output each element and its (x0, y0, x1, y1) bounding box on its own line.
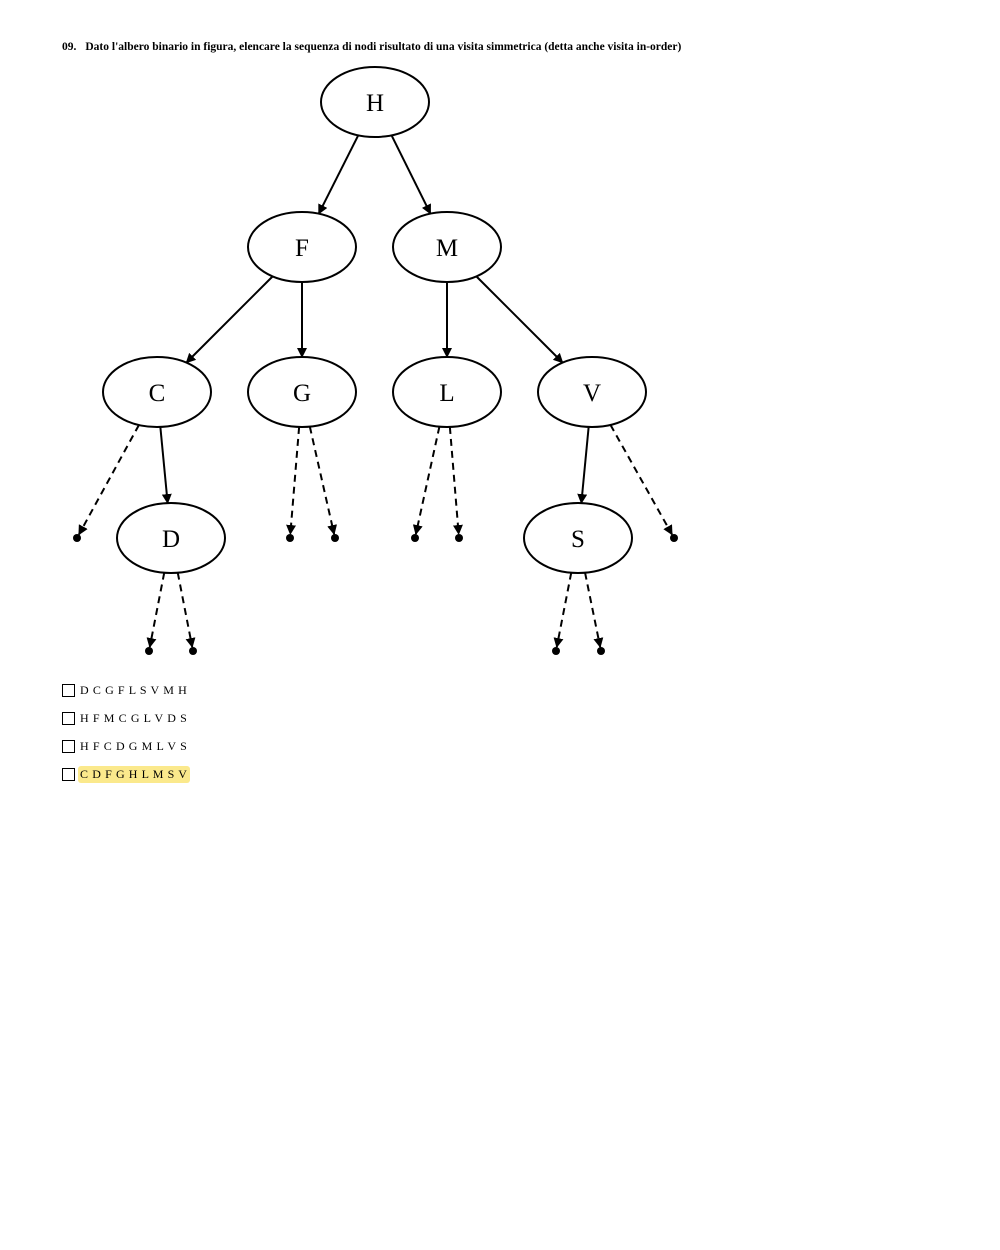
question: 09. Dato l'albero binario in figura, elen… (62, 41, 681, 53)
edge-h-to-f (317, 134, 360, 215)
edge-d-to-null-d-right (176, 572, 196, 649)
tree-node-label: H (366, 90, 384, 117)
answer-checkbox-3[interactable] (62, 739, 75, 753)
tree-node-g: G (247, 356, 357, 428)
edge-c-to-d (159, 426, 172, 505)
edge-c-to-null-c-left (78, 424, 140, 536)
tree-node-ellipse (320, 66, 430, 138)
tree-node-ellipse (537, 356, 647, 428)
answer-checkbox-2[interactable] (62, 711, 75, 725)
null-leaf-dot (331, 534, 339, 542)
answer-option-2[interactable]: H F M C G L V D S (62, 704, 190, 732)
tree-node-label: M (436, 235, 458, 262)
tree-node-label: G (293, 380, 311, 407)
edge-h-to-m (390, 134, 432, 215)
answer-text-1: D C G F L S V M H (80, 682, 188, 697)
binary-tree-diagram: H F M C G L V D S (73, 66, 678, 655)
answer-list: D C G F L S V M H H F M C G L V D S H F … (62, 676, 190, 788)
null-leaf-dot (286, 534, 294, 542)
edge-l-to-null-l-left (412, 426, 441, 536)
question-number: 09. (62, 41, 77, 53)
tree-node-ellipse (116, 502, 226, 574)
tree-node-s: S (523, 502, 633, 574)
tree-node-label: F (295, 235, 309, 262)
tree-node-ellipse (102, 356, 212, 428)
tree-node-l: L (392, 356, 502, 428)
tree-node-label: C (149, 380, 166, 407)
tree-node-ellipse (247, 211, 357, 283)
edge-g-to-null-g-left (286, 426, 301, 536)
tree-node-ellipse (523, 502, 633, 574)
edge-d-to-null-d-left (146, 572, 166, 649)
tree-node-v: V (537, 356, 647, 428)
edge-l-to-null-l-right (448, 426, 463, 536)
null-leaf-dot (455, 534, 463, 542)
edge-m-to-v (475, 275, 564, 364)
answer-text-3: H F C D G M L V S (80, 738, 188, 753)
tree-node-m: M (392, 211, 502, 283)
tree-node-h: H (320, 66, 430, 138)
null-leaf-dot (189, 647, 197, 655)
tree-node-d: D (116, 502, 226, 574)
tree-node-label: S (571, 526, 585, 553)
edge-f-to-c (185, 275, 274, 364)
answer-checkbox-1[interactable] (62, 683, 75, 697)
answer-text-2: H F M C G L V D S (80, 710, 188, 725)
null-leaf-dot (73, 534, 81, 542)
edge-v-to-s (577, 426, 590, 505)
answer-option-1[interactable]: D C G F L S V M H (62, 676, 190, 704)
tree-node-ellipse (247, 356, 357, 428)
null-leaf-dot (670, 534, 678, 542)
edge-v-to-null-v-right (609, 424, 673, 536)
answer-checkbox-4[interactable] (62, 767, 75, 781)
answer-option-4[interactable]: C D F G H L M S V (62, 760, 190, 788)
tree-node-c: C (102, 356, 212, 428)
answer-text-4: C D F G H L M S V (78, 765, 190, 783)
null-leaf-dot (145, 647, 153, 655)
edge-g-to-null-g-right (308, 426, 338, 536)
tree-node-f: F (247, 211, 357, 283)
tree-node-ellipse (392, 356, 502, 428)
tree-node-label: L (439, 380, 454, 407)
tree-node-label: V (583, 380, 601, 407)
tree-node-ellipse (392, 211, 502, 283)
null-leaf-dot (411, 534, 419, 542)
question-text: Dato l'albero binario in figura, elencar… (85, 41, 682, 53)
answer-option-3[interactable]: H F C D G M L V S (62, 732, 190, 760)
null-leaf-dot (597, 647, 605, 655)
edge-s-to-null-s-left (553, 572, 573, 649)
edge-s-to-null-s-right (584, 572, 604, 649)
tree-node-label: D (162, 526, 180, 553)
null-leaf-dot (552, 647, 560, 655)
